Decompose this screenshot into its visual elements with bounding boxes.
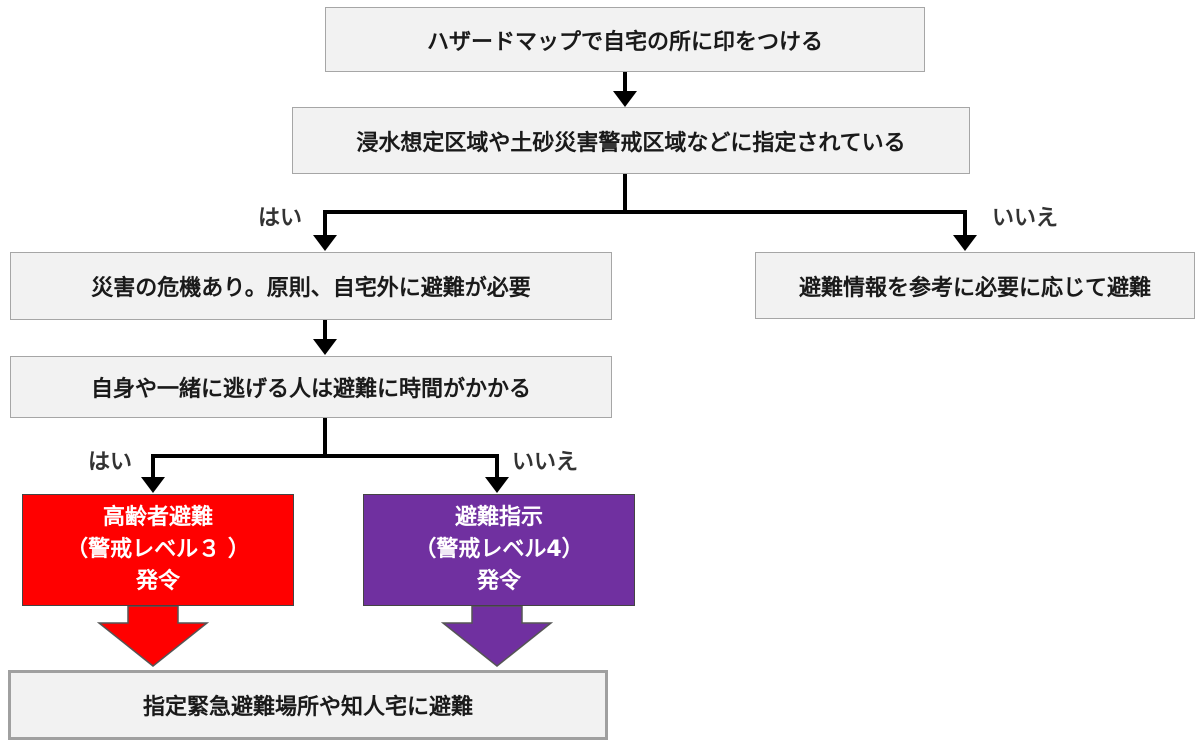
- no-label-2: いいえ: [512, 450, 579, 475]
- no-label-1: いいえ: [992, 206, 1059, 231]
- arrowhead-alert-level3: [141, 477, 165, 493]
- alert-level3-title: 高齢者避難: [102, 505, 213, 530]
- alert-level4-level: （警戒レベル4）: [414, 537, 584, 562]
- result-evacuation-required: 災害の危機あり。原則、自宅外に避難が必要: [10, 252, 612, 320]
- yes-label-1: はい: [258, 206, 303, 231]
- arrowhead-step2: [613, 91, 637, 107]
- alert-level3-level: （警戒レベル３ ）: [66, 537, 250, 562]
- result-evacuate-as-needed: 避難情報を参考に必要に応じて避難: [755, 252, 1195, 319]
- yes-label-2: はい: [88, 450, 133, 475]
- arrowhead-yes-result: [313, 235, 337, 251]
- arrowhead-step3: [313, 339, 337, 355]
- alert-level3-issued: 発令: [135, 569, 180, 594]
- final-evacuate-to-shelter: 指定緊急避難場所や知人宅に避難: [8, 670, 608, 740]
- connector-step2-split: [323, 174, 967, 236]
- step-designated-area-question: 浸水想定区域や土砂災害警戒区域などに指定されている: [292, 107, 970, 174]
- big-arrow-red: [96, 605, 210, 667]
- arrowhead-no-result: [953, 235, 977, 251]
- connector-step3-split: [151, 418, 499, 478]
- alert-level3-box: 高齢者避難 （警戒レベル３ ） 発令: [22, 494, 294, 606]
- alert-level4-title: 避難指示: [454, 505, 543, 530]
- step-evacuation-takes-time-question: 自身や一緒に逃げる人は避難に時間がかかる: [10, 356, 612, 418]
- alert-level4-box: 避難指示 （警戒レベル4） 発令: [363, 494, 635, 606]
- arrowhead-alert-level4: [485, 477, 509, 493]
- big-arrow-purple: [440, 605, 554, 667]
- step-mark-home-on-hazard-map: ハザードマップで自宅の所に印をつける: [325, 7, 925, 72]
- alert-level4-issued: 発令: [476, 569, 521, 594]
